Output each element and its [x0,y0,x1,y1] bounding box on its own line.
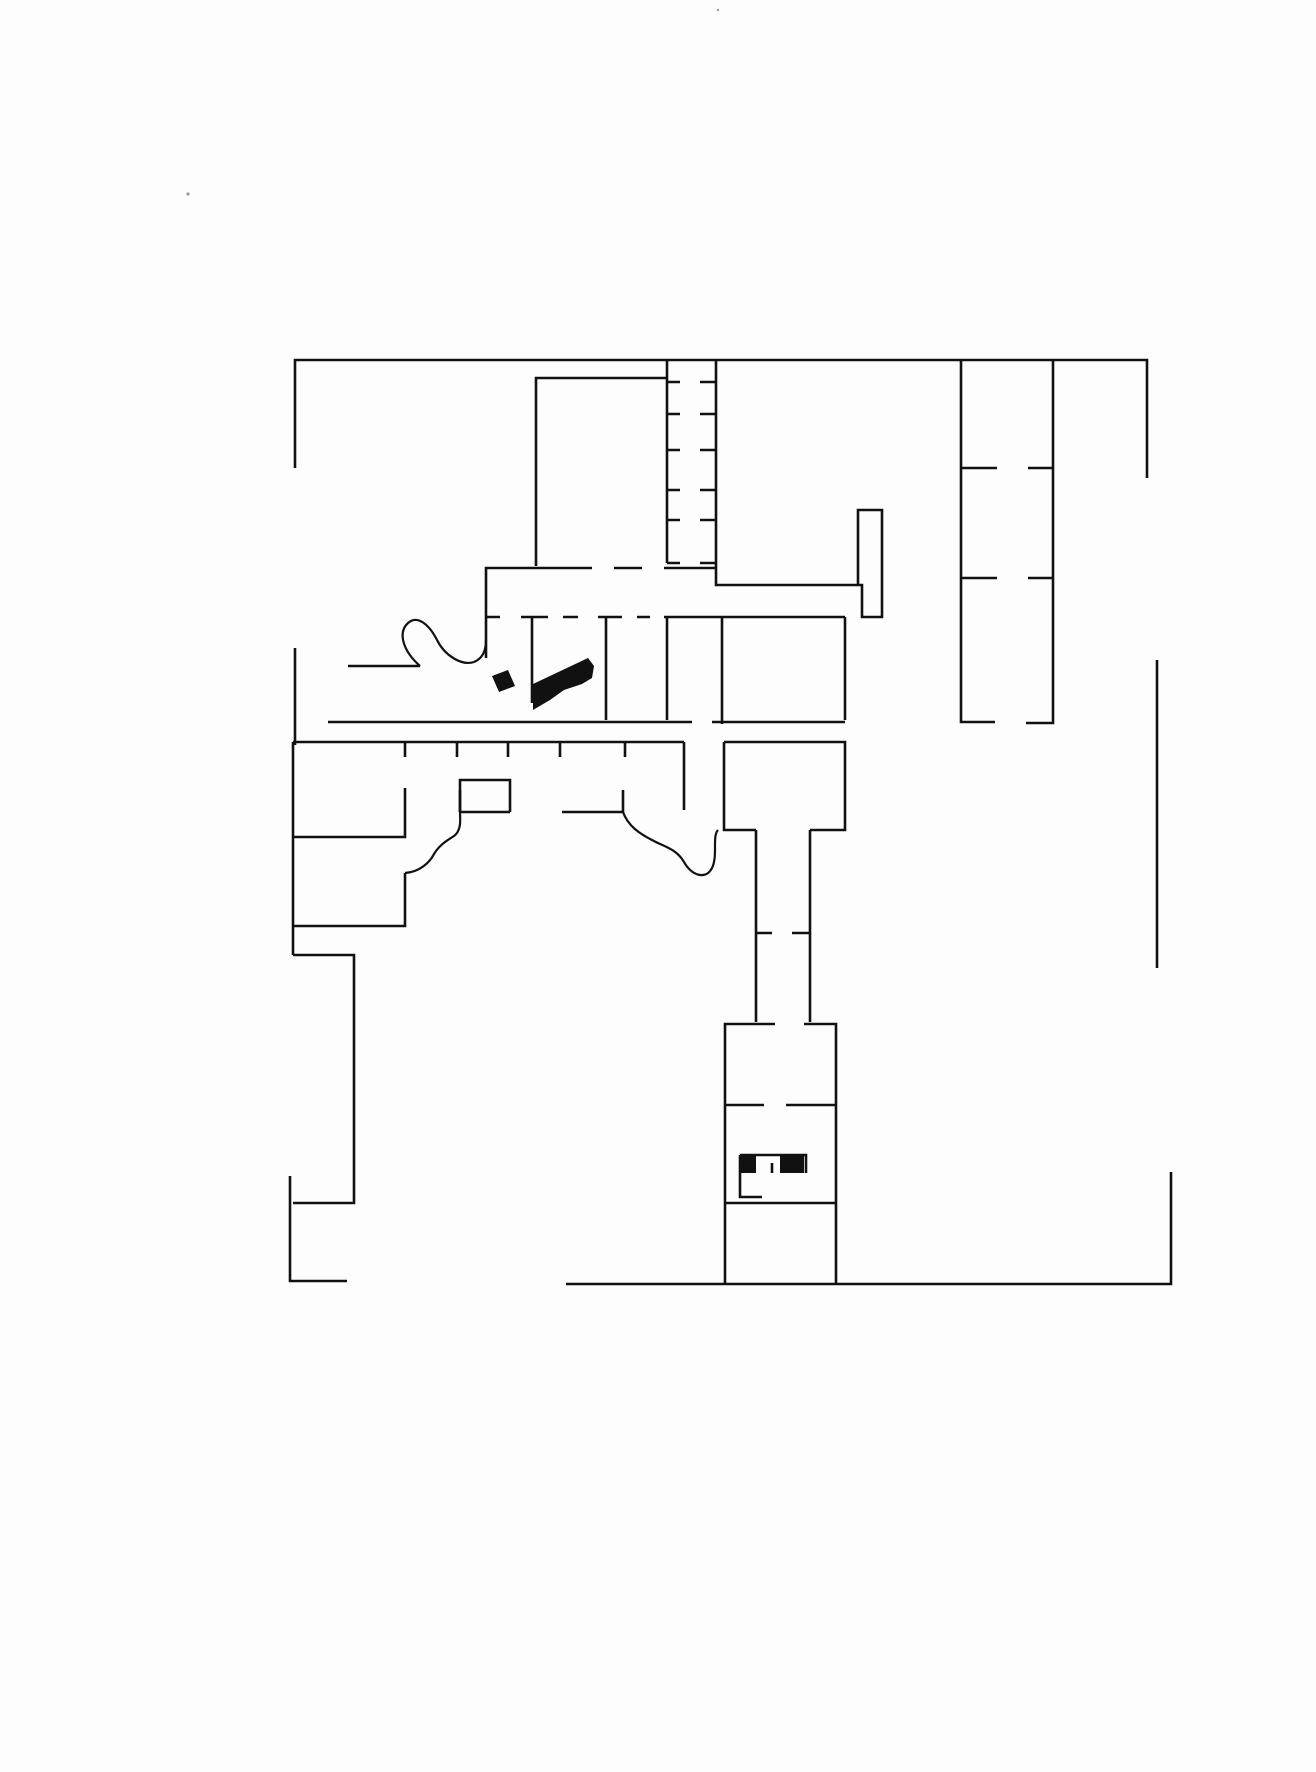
meander-wall [401,618,488,667]
southwest-rooms [291,742,625,1205]
south-tower [723,830,838,1284]
outer-enclosure [288,358,1173,1286]
curved-walls [404,811,719,877]
north-corridor [534,360,884,619]
main-corridor [293,740,847,832]
paper-specks [186,8,720,196]
solid-masses [492,658,808,1199]
central-rooms [328,566,847,724]
east-wing [959,360,1055,725]
